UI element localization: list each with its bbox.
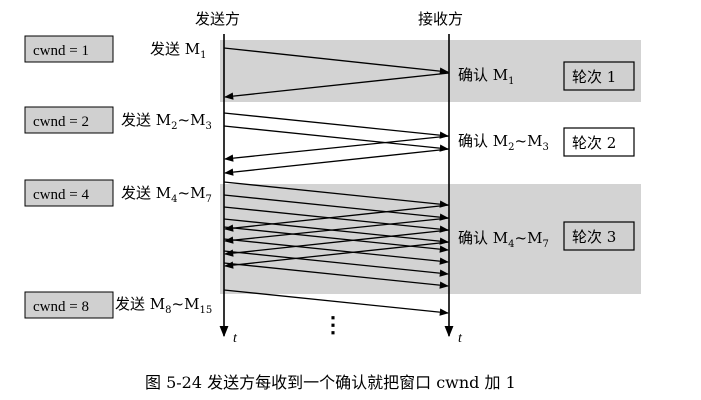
ack-arrow	[224, 204, 450, 232]
cwnd-label-4: cwnd = 4	[33, 187, 89, 203]
send-label-1: 发送 M1	[150, 40, 207, 61]
round-label-2: 轮次 2	[572, 134, 616, 152]
segment-arrow	[223, 194, 449, 221]
segment-arrow	[223, 125, 449, 152]
segment-arrow	[223, 218, 449, 245]
cwnd-box-4: cwnd = 4	[24, 179, 114, 207]
cwnd-label-2: cwnd = 2	[33, 114, 89, 130]
ack-arrow	[224, 148, 450, 176]
round-box-3: 轮次 3	[563, 221, 635, 251]
cwnd-label-8: cwnd = 8	[33, 299, 89, 315]
send-label-4: 发送 M8~M15	[115, 295, 212, 316]
segment-arrow	[223, 226, 449, 253]
segment-arrow	[223, 238, 449, 265]
ack-label-2: 确认 M2~M3	[458, 132, 549, 153]
send-label-2: 发送 M2~M3	[121, 111, 212, 132]
figure-caption: 图 5-24 发送方每收到一个确认就把窗口 cwnd 加 1	[145, 373, 516, 392]
ack-arrow	[224, 229, 450, 257]
round-label-3: 轮次 3	[572, 228, 616, 246]
ack-arrow	[224, 135, 450, 162]
segment-arrow	[223, 181, 449, 208]
cwnd-label-1: cwnd = 1	[33, 43, 89, 59]
receiver-label: 接收方	[418, 10, 463, 28]
segment-arrows	[223, 47, 450, 316]
segment-arrow	[223, 47, 449, 75]
segment-arrow	[223, 250, 449, 277]
segment-arrow	[223, 262, 449, 289]
round-box-2: 轮次 2	[563, 127, 635, 157]
cwnd-box-8: cwnd = 8	[24, 291, 114, 319]
round-box-1: 轮次 1	[563, 61, 635, 91]
receiver-time-label: t	[458, 331, 463, 346]
ack-arrow	[224, 72, 450, 100]
ack-arrow	[224, 217, 450, 244]
send-label-3: 发送 M4~M7	[121, 184, 212, 205]
round-label-1: 轮次 1	[572, 68, 616, 86]
segment-arrow	[223, 112, 449, 139]
sender-time-label: t	[233, 331, 238, 346]
segment-arrow	[223, 289, 449, 316]
segment-arrow	[223, 206, 449, 233]
ack-label-3: 确认 M4~M7	[458, 229, 549, 250]
ack-label-1: 确认 M1	[458, 66, 515, 87]
continuation-ellipsis: ⋮	[322, 312, 344, 338]
cwnd-box-1: cwnd = 1	[24, 35, 114, 63]
cwnd-box-2: cwnd = 2	[24, 106, 114, 134]
sender-label: 发送方	[195, 10, 240, 28]
